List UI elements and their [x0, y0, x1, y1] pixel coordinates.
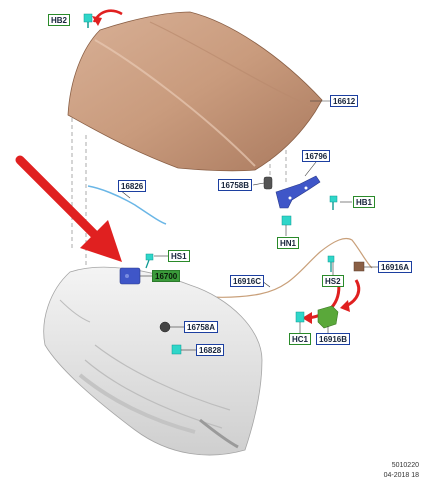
- diagram-date: 04-2018 18: [383, 472, 419, 479]
- label-buffer-a: 16758A: [184, 321, 219, 333]
- label-clip: 16828: [196, 344, 225, 356]
- label-cable: 16826: [118, 180, 147, 192]
- label-hinge: 16796: [302, 150, 331, 162]
- label-harness-b: 16916B: [316, 333, 351, 345]
- hood-panel: [67, 11, 323, 172]
- front-bumper: [43, 266, 263, 456]
- label-harness-c: 16916C: [230, 275, 265, 287]
- label-hs1: HS1: [168, 250, 190, 262]
- label-hn1: HN1: [277, 237, 300, 249]
- label-hs2: HS2: [322, 275, 344, 287]
- label-hb2: HB2: [48, 14, 71, 26]
- label-latch: 16700: [152, 270, 181, 282]
- small-parts: [83, 13, 365, 355]
- label-hc1: HC1: [289, 333, 312, 345]
- label-harness-a: 16916A: [378, 261, 413, 273]
- label-hb1: HB1: [353, 196, 376, 208]
- diagram-code: 5010220: [391, 462, 419, 469]
- release-cable: [87, 185, 167, 225]
- leader-lines: [119, 100, 378, 351]
- label-hood: 16612: [330, 95, 359, 107]
- red-arrows: [15, 9, 361, 324]
- label-buffer-b: 16758B: [218, 179, 253, 191]
